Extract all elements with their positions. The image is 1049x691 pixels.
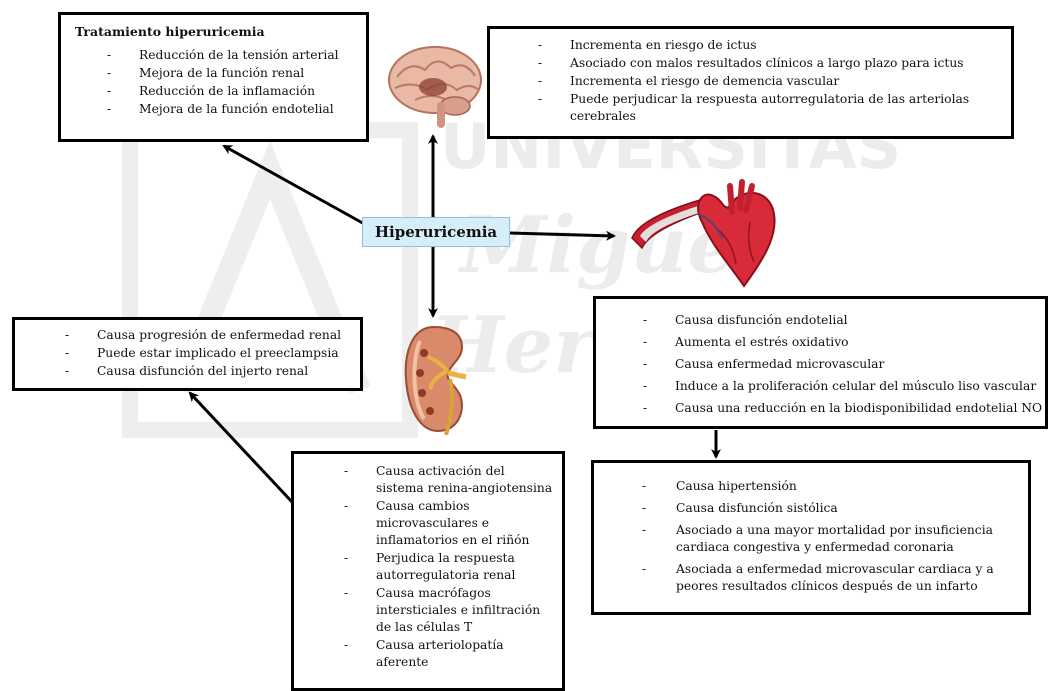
cardiac-effects-item: Causa hipertensión	[594, 478, 1016, 495]
renal-mechanisms-item: Causa cambios microvasculares e inflamat…	[294, 498, 556, 549]
brain-effects-item: Incrementa en riesgo de ictus	[490, 37, 1000, 54]
treatment-title: Tratamiento hiperuricemia	[75, 24, 366, 39]
treatment-box: Tratamiento hiperuricemia Reducción de l…	[58, 12, 369, 142]
renal-mechanisms-item: Perjudica la respuesta autorregulatoria …	[294, 550, 556, 584]
cardiac-effects-item: Causa disfunción sistólica	[594, 500, 1016, 517]
renal-mechanisms-item: Causa arteriolopatía aferente	[294, 637, 556, 671]
vascular-effects-item: Causa enfermedad microvascular	[596, 356, 1045, 373]
vascular-effects-item: Aumenta el estrés oxidativo	[596, 334, 1045, 351]
vascular-effects-box: Causa disfunción endotelialAumenta el es…	[593, 296, 1048, 429]
cardiac-effects-item: Asociado a una mayor mortalidad por insu…	[594, 522, 1016, 556]
cardiac-effects-item: Asociada a enfermedad microvascular card…	[594, 561, 1016, 595]
vascular-effects-item: Induce a la proliferación celular del mú…	[596, 378, 1045, 395]
treatment-list: Reducción de la tensión arterialMejora d…	[75, 47, 366, 118]
treatment-item: Reducción de la tensión arterial	[75, 47, 359, 64]
kidney-effects-item: Causa disfunción del injerto renal	[15, 363, 357, 380]
kidney-effects-box: Causa progresión de enfermedad renalPued…	[12, 317, 363, 391]
treatment-item: Mejora de la función renal	[75, 65, 359, 82]
renal-mechanisms-list: Causa activación del sistema renina-angi…	[294, 463, 562, 671]
arrow-to-heart	[510, 233, 614, 236]
heart-vessel-icon	[628, 178, 783, 290]
treatment-item: Mejora de la función endotelial	[75, 101, 359, 118]
cardiac-effects-list: Causa hipertensiónCausa disfunción sistó…	[594, 478, 1020, 595]
center-label: Hiperuricemia	[362, 217, 510, 247]
brain-effects-box: Incrementa en riesgo de ictusAsociado co…	[487, 26, 1014, 139]
vascular-effects-item: Causa disfunción endotelial	[596, 312, 1045, 329]
renal-mechanisms-box: Causa activación del sistema renina-angi…	[291, 451, 565, 691]
arrow-renal-to-kidney-effects	[190, 393, 293, 503]
renal-mechanisms-item: Causa macrófagos intersticiales e infilt…	[294, 585, 556, 636]
cardiac-effects-box: Causa hipertensiónCausa disfunción sistó…	[591, 460, 1031, 615]
kidney-effects-list: Causa progresión de enfermedad renalPued…	[15, 327, 360, 380]
brain-effects-item: Asociado con malos resultados clínicos a…	[490, 55, 1000, 72]
brain-effects-item: Incrementa el riesgo de demencia vascula…	[490, 73, 1000, 90]
brain-effects-item: Puede perjudicar la respuesta autorregul…	[490, 91, 1000, 125]
treatment-item: Reducción de la inflamación	[75, 83, 359, 100]
brain-effects-list: Incrementa en riesgo de ictusAsociado co…	[490, 37, 1003, 125]
arrow-to-treatment	[224, 146, 368, 226]
kidney-effects-item: Puede estar implicado el preeclampsia	[15, 345, 357, 362]
kidney-icon	[400, 323, 470, 435]
vascular-effects-item: Causa una reducción en la biodisponibili…	[596, 400, 1045, 417]
renal-mechanisms-item: Causa activación del sistema renina-angi…	[294, 463, 556, 497]
kidney-effects-item: Causa progresión de enfermedad renal	[15, 327, 357, 344]
brain-icon	[385, 42, 485, 132]
vascular-effects-list: Causa disfunción endotelialAumenta el es…	[596, 312, 1045, 417]
